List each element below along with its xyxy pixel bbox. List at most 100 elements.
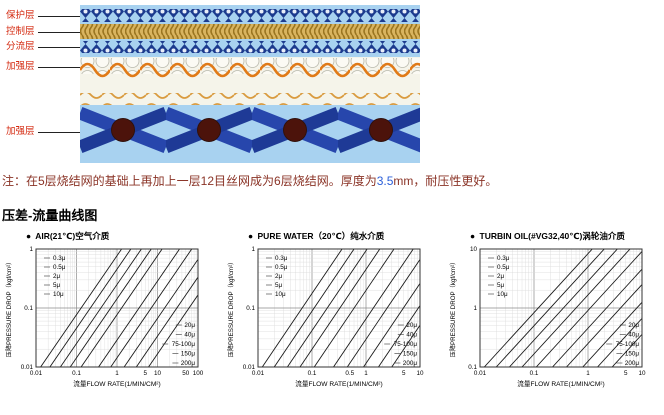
oil-chart-plot: 0.3μ0.5μ2μ5μ10μ20μ40μ75-100μ150μ200μ0.01… — [449, 246, 646, 388]
svg-text:0.1: 0.1 — [308, 370, 317, 377]
svg-text:150μ: 150μ — [403, 351, 418, 358]
svg-text:流量FLOW RATE(1/MIN/CM²): 流量FLOW RATE(1/MIN/CM²) — [73, 379, 160, 388]
svg-text:5: 5 — [144, 370, 148, 377]
svg-text:流量FLOW RATE(1/MIN/CM²): 流量FLOW RATE(1/MIN/CM²) — [295, 379, 382, 388]
reinforce-layer-wave2 — [80, 93, 420, 105]
svg-text:10: 10 — [154, 370, 162, 377]
svg-text:0.5: 0.5 — [345, 370, 354, 377]
svg-text:0.01: 0.01 — [474, 370, 487, 377]
note-thickness-value: 3.5 — [376, 174, 394, 188]
layer-label: 加强层 — [6, 61, 35, 72]
svg-text:5μ: 5μ — [275, 282, 283, 289]
svg-text:1: 1 — [364, 370, 368, 377]
layer-label-row: 控制层 — [6, 26, 80, 38]
water-chart-plot: 0.3μ0.5μ2μ5μ10μ20μ40μ75-100μ150μ200μ0.01… — [227, 246, 424, 388]
svg-text:150μ: 150μ — [625, 351, 640, 358]
svg-text:150μ: 150μ — [181, 351, 196, 358]
svg-text:1: 1 — [586, 370, 590, 377]
svg-text:1: 1 — [473, 305, 477, 312]
layer-label-row: 保护层 — [6, 10, 80, 22]
svg-text:0.3μ: 0.3μ — [497, 255, 510, 262]
distribution-layer-band — [80, 41, 420, 53]
sintered-mesh-diagram — [80, 5, 420, 163]
reinforce-layer-wave — [80, 54, 420, 80]
svg-text:10: 10 — [416, 370, 424, 377]
svg-text:75-100μ: 75-100μ — [172, 341, 196, 348]
leader-line — [37, 46, 80, 48]
chart-oil-title: ● TURBIN OIL(#VG32,40℃)涡轮油介质 — [446, 230, 660, 242]
svg-text:5μ: 5μ — [53, 282, 61, 289]
svg-text:0.1: 0.1 — [468, 364, 477, 371]
svg-text:1: 1 — [115, 370, 119, 377]
bullet-icon: ● — [470, 231, 476, 241]
note-text-suffix: mm，耐压性更好。 — [393, 174, 498, 188]
bullet-icon: ● — [248, 231, 254, 241]
air-chart-plot: 0.3μ 0.5μ 2μ 5μ 10μ 20μ 40μ 75-100μ 150μ 200μ 0.01… — [5, 246, 204, 388]
svg-text:40μ: 40μ — [406, 332, 417, 339]
layer-diagram-section: 保护层 控制层 分流层 加强层 加强层 — [0, 0, 664, 166]
chart-title-text: TURBIN OIL(#VG32,40℃)涡轮油介质 — [479, 231, 625, 241]
svg-text:100: 100 — [193, 370, 204, 377]
svg-text:0.01: 0.01 — [21, 364, 34, 371]
charts-row: ● AIR(21℃)空气介质 0.3μ 0.5μ 2μ 5μ 10μ 20μ 40μ 75-1… — [0, 230, 664, 400]
layer-label: 控制层 — [6, 26, 35, 37]
svg-text:10: 10 — [638, 370, 646, 377]
leader-line — [37, 31, 80, 33]
chart-air: ● AIR(21℃)空气介质 0.3μ 0.5μ 2μ 5μ 10μ 20μ 40μ 75-1… — [2, 230, 216, 400]
section-title: 压差-流量曲线图 — [2, 208, 98, 223]
svg-text:0.5μ: 0.5μ — [497, 264, 510, 271]
svg-text:50: 50 — [182, 370, 190, 377]
chart-water-title: ● PURE WATER（20℃）纯水介质 — [224, 230, 438, 242]
support-weave-band — [80, 107, 420, 157]
svg-text:20μ: 20μ — [184, 322, 195, 329]
svg-text:40μ: 40μ — [628, 332, 639, 339]
svg-text:0.01: 0.01 — [30, 370, 43, 377]
layer-label-row: 加强层 — [6, 126, 80, 138]
svg-text:200μ: 200μ — [403, 360, 418, 367]
svg-text:流量FLOW RATE(1/MIN/CM²): 流量FLOW RATE(1/MIN/CM²) — [517, 379, 604, 388]
svg-text:0.01: 0.01 — [252, 370, 265, 377]
svg-text:20μ: 20μ — [406, 322, 417, 329]
svg-text:10μ: 10μ — [497, 291, 508, 298]
svg-text:0.1: 0.1 — [246, 305, 255, 312]
leader-line — [37, 131, 80, 133]
bullet-icon: ● — [26, 231, 32, 241]
layer-label: 加强层 — [6, 126, 35, 137]
protection-layer-band — [80, 9, 420, 22]
control-layer-band — [80, 24, 420, 39]
svg-text:1: 1 — [251, 246, 255, 253]
note-text: 注：在5层烧结网的基础上再加上一层12目丝网成为6层烧结网。厚度为 — [2, 174, 377, 188]
svg-text:0.5μ: 0.5μ — [275, 264, 288, 271]
svg-text:1: 1 — [29, 246, 33, 253]
svg-text:0.5μ: 0.5μ — [53, 264, 66, 271]
svg-text:10μ: 10μ — [53, 291, 64, 298]
layer-label-row: 分流层 — [6, 41, 80, 53]
svg-text:2μ: 2μ — [275, 273, 283, 280]
svg-text:75-100μ: 75-100μ — [616, 341, 640, 348]
svg-text:200μ: 200μ — [181, 360, 196, 367]
svg-text:5: 5 — [402, 370, 406, 377]
svg-text:2μ: 2μ — [53, 273, 61, 280]
layer-label: 保护层 — [6, 10, 35, 21]
svg-text:0.1: 0.1 — [530, 370, 539, 377]
note-line: 注：在5层烧结网的基础上再加上一层12目丝网成为6层烧结网。厚度为3.5mm，耐… — [0, 166, 664, 189]
svg-text:20μ: 20μ — [628, 322, 639, 329]
svg-text:10: 10 — [470, 246, 478, 253]
svg-text:压降PRESSURE DROP（kgf/cm²）: 压降PRESSURE DROP（kgf/cm²） — [449, 259, 457, 358]
svg-text:40μ: 40μ — [184, 332, 195, 339]
svg-text:75-100μ: 75-100μ — [394, 341, 418, 348]
leader-line — [37, 66, 80, 68]
layer-label: 分流层 — [6, 41, 35, 52]
svg-text:5μ: 5μ — [497, 282, 505, 289]
svg-text:2μ: 2μ — [497, 273, 505, 280]
svg-text:0.1: 0.1 — [72, 370, 81, 377]
svg-text:0.01: 0.01 — [243, 364, 256, 371]
leader-line — [37, 15, 80, 17]
chart-title-text: AIR(21℃)空气介质 — [35, 231, 110, 241]
chart-title-text: PURE WATER（20℃）纯水介质 — [257, 231, 385, 241]
chart-oil: ● TURBIN OIL(#VG32,40℃)涡轮油介质 0.3μ 0.5μ 2μ 5… — [446, 230, 660, 400]
svg-text:0.3μ: 0.3μ — [53, 255, 66, 262]
svg-text:10μ: 10μ — [275, 291, 286, 298]
